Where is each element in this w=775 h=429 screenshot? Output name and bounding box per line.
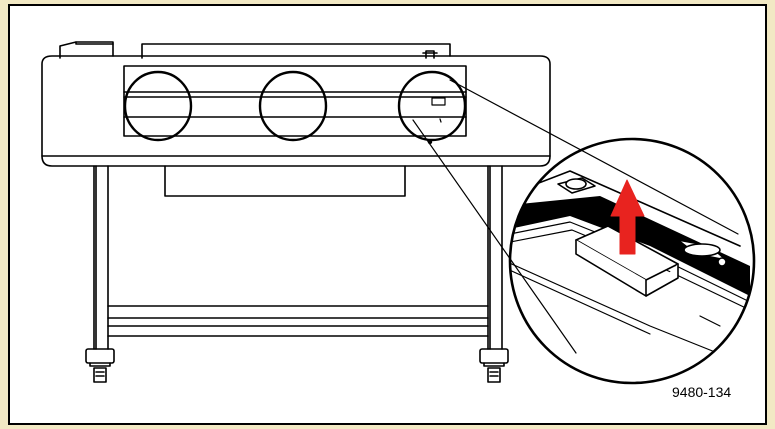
top-left-roll-cover xyxy=(59,41,114,59)
magnified-circle-outline xyxy=(508,137,756,385)
printer-body xyxy=(41,55,551,167)
printer-illustration xyxy=(41,41,756,385)
inspection-circles xyxy=(123,70,467,142)
stand-right-leg xyxy=(487,165,503,350)
hinge-right xyxy=(677,239,727,267)
right-inspection-circle xyxy=(397,70,467,142)
right-caster xyxy=(479,348,509,383)
center-inspection-circle xyxy=(258,70,328,142)
right-circle-details xyxy=(431,97,446,123)
figure-id-label: 9480-134 xyxy=(672,384,732,400)
stand-left-leg xyxy=(93,165,109,350)
left-caster xyxy=(85,348,115,383)
left-inspection-circle xyxy=(123,70,193,142)
stand-crossbars xyxy=(107,305,489,337)
figure-frame: 9480-134 xyxy=(8,4,767,425)
lower-tray xyxy=(164,165,406,197)
callout-lines xyxy=(412,79,739,354)
top-knob xyxy=(422,50,438,59)
printer-top-strip xyxy=(141,43,451,59)
lift-arrow xyxy=(610,179,645,255)
hinge-left xyxy=(557,177,596,194)
